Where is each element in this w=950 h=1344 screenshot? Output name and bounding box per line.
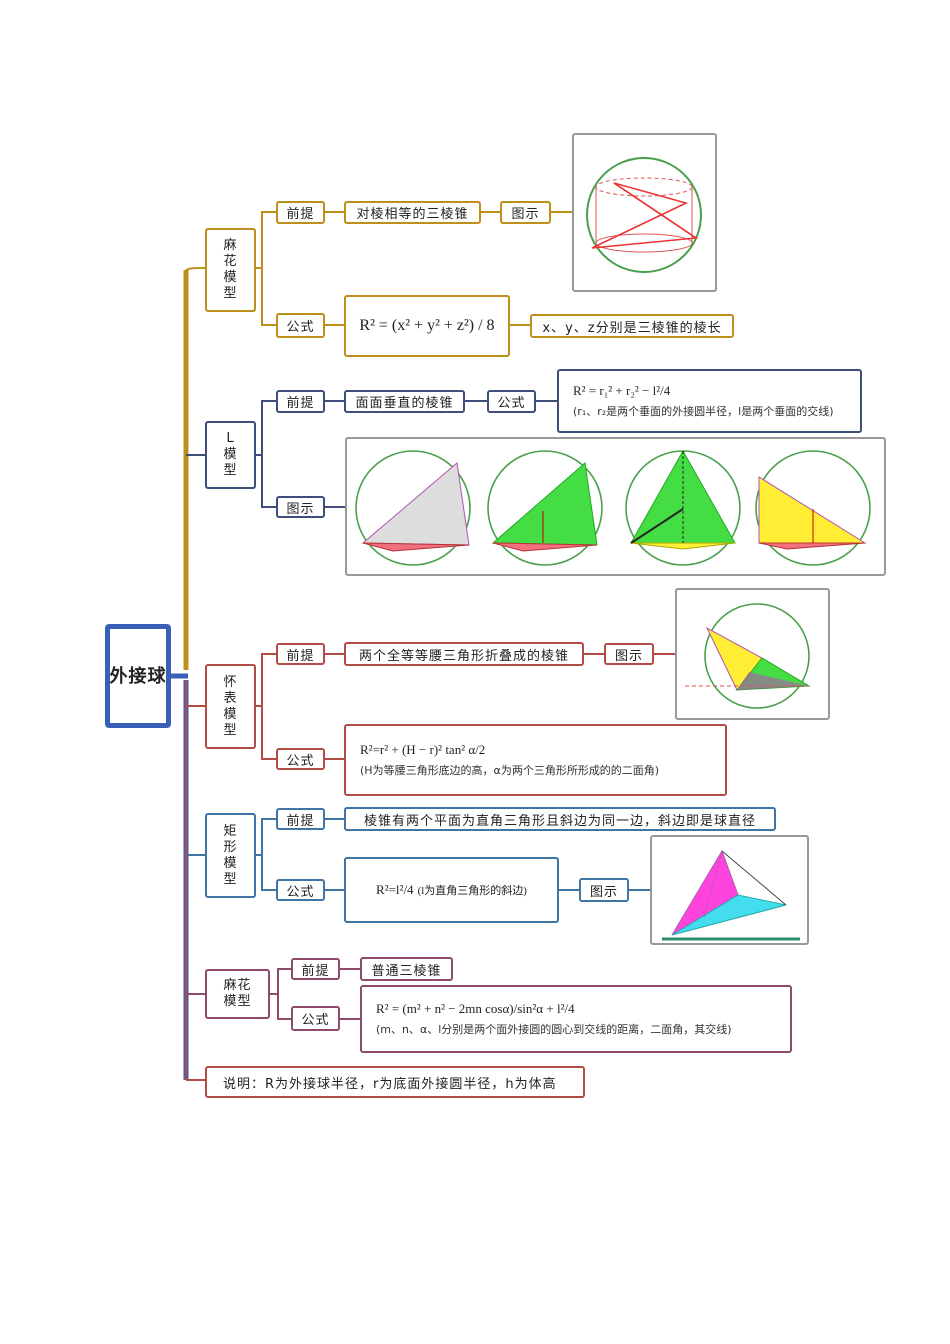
model-3-formula-note: (H为等腰三角形底边的高，α为两个三角形所形成的的二面角): [360, 764, 660, 777]
pocket-watch-illustration: [685, 603, 811, 709]
l-fig-1: [355, 450, 471, 566]
model-2-formula-text: R² = r₁² + r₂² − l²/4: [573, 383, 671, 398]
model-2-figure-label: 图示: [276, 496, 325, 518]
model-1-premise: 对棱相等的三棱锥: [344, 201, 481, 224]
model-2-name: L模型: [223, 431, 238, 478]
l-fig-4: [755, 450, 871, 566]
rectangle-model-illustration: [662, 849, 800, 941]
model-3-figure: [675, 588, 830, 720]
model-4-formula-text: R²=l²/4: [376, 882, 414, 897]
model-2-formula: R² = r₁² + r₂² − l²/4 (r₁、r₂是两个垂面的外接圆半径，…: [557, 369, 862, 433]
model-1-formula-text: R² = (x² + y² + z²) / 8: [359, 317, 495, 334]
model-2-node: L模型: [205, 421, 256, 489]
model-2-formula-note: (r₁、r₂是两个垂面的外接圆半径，l是两个垂面的交线): [573, 405, 834, 418]
model-3-name: 怀表模型: [223, 674, 238, 738]
model-3-formula: R²=r² + (H − r)² tan² α/2 (H为等腰三角形底边的高，α…: [344, 724, 727, 796]
model-5-formula: R² = (m² + n² − 2mn cosα)/sin²α + l²/4 (…: [360, 985, 792, 1053]
model-1-formula-note: x、y、z分别是三棱锥的棱长: [530, 314, 734, 338]
model-3-premise: 两个全等等腰三角形折叠成的棱锥: [344, 642, 584, 666]
model-1-premise-label: 前提: [276, 201, 325, 224]
model-2-figure: [345, 437, 886, 576]
model-1-name: 麻花模型: [223, 238, 238, 301]
model-4-formula: R²=l²/4 (l为直角三角形的斜边): [344, 857, 559, 923]
model-5-formula-label: 公式: [291, 1006, 340, 1031]
root-node: 外接球: [105, 624, 171, 728]
model-5-premise: 普通三棱锥: [360, 957, 453, 981]
model-4-premise: 棱锥有两个平面为直角三角形且斜边为同一边，斜边即是球直径: [344, 807, 776, 831]
model-4-node: 矩形模型: [205, 813, 256, 898]
model-4-formula-note: (l为直角三角形的斜边): [417, 885, 527, 897]
l-fig-3: [625, 449, 741, 566]
model-2-formula-label: 公式: [487, 390, 536, 413]
model-2-premise: 面面垂直的棱锥: [344, 390, 465, 413]
model-1-formula-label: 公式: [276, 313, 325, 338]
model-5-premise-label: 前提: [291, 958, 340, 980]
model-4-premise-label: 前提: [276, 808, 325, 830]
model-1-node: 麻花模型: [205, 228, 256, 312]
footer-note: 说明：R为外接球半径，r为底面外接圆半径，h为体高: [205, 1066, 585, 1098]
model-5-formula-text: R² = (m² + n² − 2mn cosα)/sin²α + l²/4: [376, 1001, 575, 1016]
model-3-premise-label: 前提: [276, 643, 325, 665]
root-label: 外接球: [109, 665, 167, 687]
l-model-illustrations: [355, 449, 871, 566]
model-1-figure-label: 图示: [500, 201, 551, 224]
model-2-premise-label: 前提: [276, 390, 325, 413]
model-3-formula-label: 公式: [276, 748, 325, 770]
model-5-name: 麻花模型: [223, 978, 252, 1009]
model-4-figure: [650, 835, 809, 945]
model-5-node: 麻花模型: [205, 969, 270, 1019]
model-4-figure-label: 图示: [579, 878, 629, 902]
model-1-figure: [572, 133, 717, 292]
sphere-tetra-illustration: [586, 157, 702, 273]
model-3-formula-text: R²=r² + (H − r)² tan² α/2: [360, 742, 486, 757]
l-fig-2: [487, 450, 603, 566]
model-5-formula-note: (m、n、α、l分别是两个面外接圆的圆心到交线的距离，二面角，其交线): [376, 1023, 732, 1036]
model-3-node: 怀表模型: [205, 664, 256, 749]
model-4-name: 矩形模型: [223, 823, 238, 887]
model-4-formula-label: 公式: [276, 879, 325, 901]
model-3-figure-label: 图示: [604, 643, 654, 665]
model-1-formula: R² = (x² + y² + z²) / 8: [344, 295, 510, 357]
